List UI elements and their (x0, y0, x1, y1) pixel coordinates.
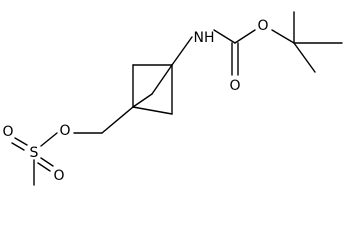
bond-cage-to-methylene (101, 106, 134, 134)
bond-cage-bottom (132, 106, 173, 115)
bond-sulfonyl-top-a (14, 137, 28, 146)
bond-tbu-methyl-bottom (293, 42, 316, 73)
atom-label-ether-oxygen: O (59, 123, 70, 139)
bond-sulfonyl-bottom-b (37, 162, 51, 172)
bond-carbonyl-to-nh (213, 29, 236, 44)
mesylate-arm (11, 106, 134, 186)
atom-labels: NH O O O S O O (2, 18, 268, 184)
atom-label-carbonyl-oxygen: O (229, 78, 240, 94)
bond-nh-to-bicyclo (171, 36, 193, 66)
atom-label-sulfonyl-oxygen-bottom: O (53, 168, 64, 184)
bond-sulfonyl-bottom-a (40, 157, 54, 167)
atom-label-nh: NH (194, 30, 215, 46)
bond-tbu-to-ester-oxygen (271, 29, 295, 44)
bond-cage-bridge-left (132, 93, 153, 108)
atom-label-sulfur: S (30, 145, 39, 161)
bond-ester-oxygen-to-carbonyl (234, 29, 256, 44)
tert-butyl-group (271, 11, 343, 73)
atom-label-ester-oxygen: O (257, 18, 268, 34)
carbamate-group (171, 29, 256, 76)
atom-label-sulfonyl-oxygen-top: O (2, 124, 13, 140)
bond-ether-oxygen-to-sulfur (40, 132, 58, 147)
bond-sulfonyl-top-b (11, 142, 25, 151)
chemical-structure: NH O O O S O O (2, 11, 343, 186)
bond-cage-bridge-right (151, 64, 173, 95)
bicyclopentane-core (132, 64, 173, 115)
